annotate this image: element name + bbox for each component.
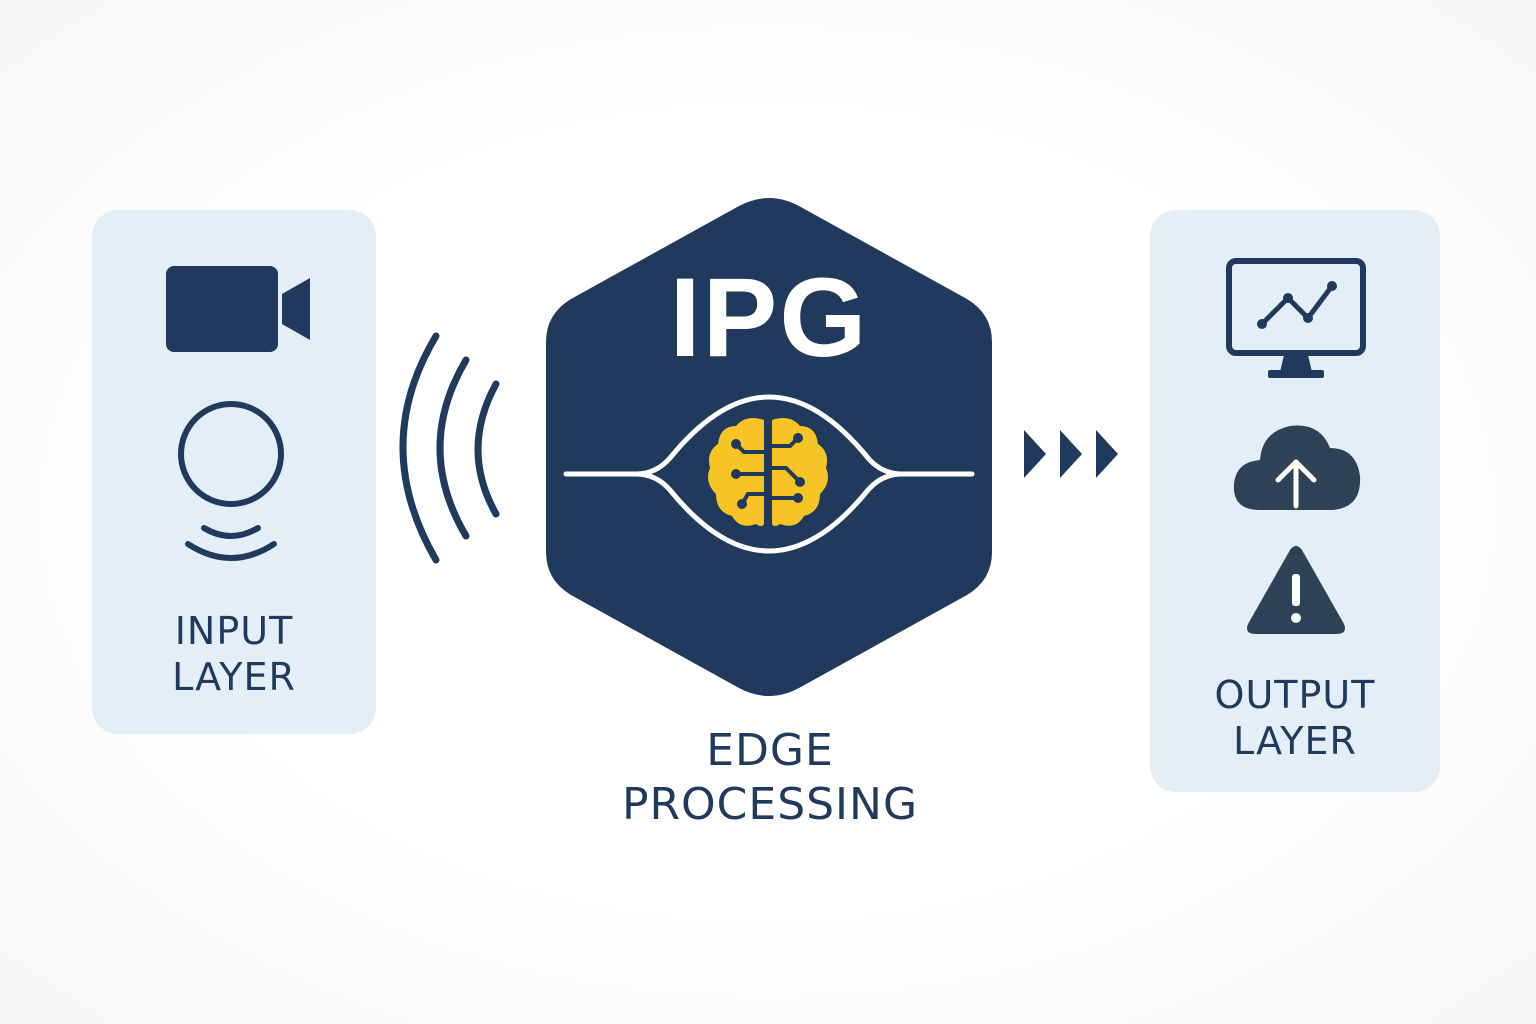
input-layer-label-line1: INPUT (174, 609, 294, 653)
ipg-title: IPG (669, 255, 869, 380)
video-camera-icon (166, 264, 312, 354)
output-layer-label-line1: OUTPUT (1214, 673, 1376, 717)
edge-processing-label-line2: PROCESSING (621, 779, 919, 830)
input-layer-label-line2: LAYER (172, 655, 296, 699)
edge-processing-label-line1: EDGE (706, 725, 834, 776)
wireless-signal-icon (390, 328, 510, 568)
output-layer-label: OUTPUT LAYER (1150, 672, 1440, 764)
output-layer-panel: OUTPUT LAYER (1150, 210, 1440, 792)
ipg-core-hexagon: IPG (546, 196, 992, 698)
triple-chevron-right-icon (1024, 430, 1118, 478)
output-layer-label-line2: LAYER (1233, 719, 1357, 763)
cloud-upload-icon (1232, 422, 1362, 512)
edge-processing-label: EDGE PROCESSING (560, 724, 980, 832)
input-layer-panel: INPUT LAYER (92, 210, 376, 734)
input-layer-label: INPUT LAYER (92, 608, 376, 700)
monitor-chart-icon (1226, 258, 1368, 384)
warning-icon (1246, 544, 1346, 636)
sensor-icon (174, 400, 288, 570)
brain-icon (706, 412, 830, 532)
